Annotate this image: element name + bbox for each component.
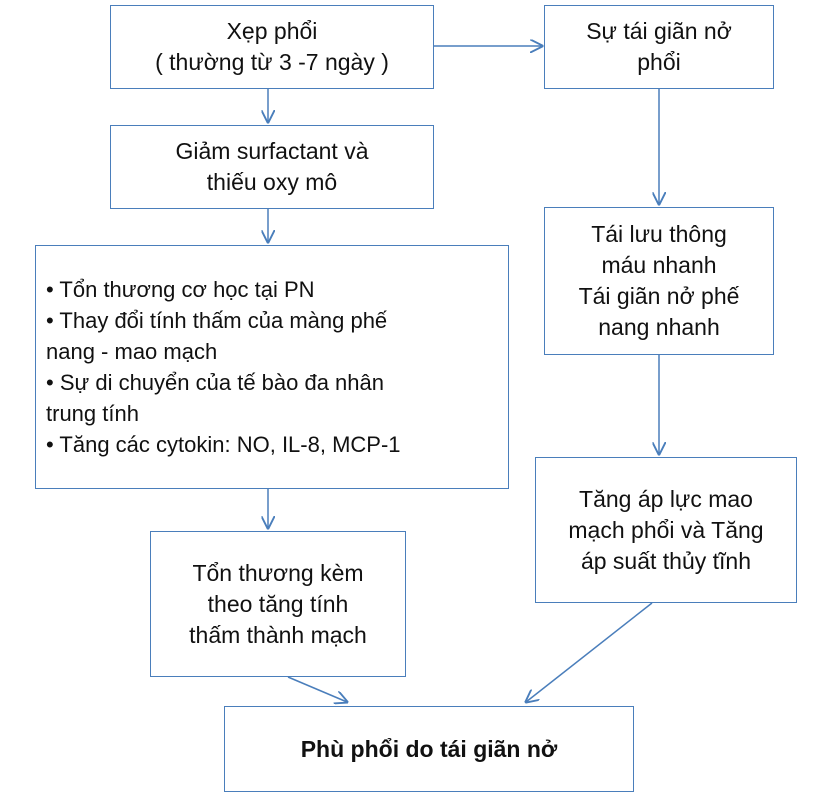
node-text: nang nhanh [598, 314, 720, 340]
node-rapid-reperfusion: Tái lưu thông máu nhanh Tái giãn nở phế … [544, 207, 774, 355]
node-text: Tái giãn nở phế [578, 283, 740, 309]
node-lung-reexpansion: Sự tái giãn nở phổi [544, 5, 774, 89]
arrow-pressure-to-result [526, 602, 653, 702]
node-text: thiếu oxy mô [206, 169, 338, 195]
node-text: Tổn thương kèm [192, 559, 364, 586]
node-vascular-permeability: Tổn thương kèm theo tăng tính thấm thành… [150, 531, 406, 677]
list-item: trung tính [46, 401, 139, 426]
node-reduced-surfactant: Giảm surfactant và thiếu oxy mô [110, 125, 434, 209]
node-text: Tái lưu thông [591, 221, 727, 247]
list-item: • Sự di chuyển của tế bào đa nhân [46, 370, 385, 395]
node-text: Sự tái giãn nở [586, 18, 732, 44]
list-item: nang - mao mạch [46, 339, 218, 364]
node-text: ( thường từ 3 -7 ngày ) [155, 49, 389, 75]
node-text: phổi [637, 49, 681, 75]
node-text: Xẹp phổi [226, 18, 318, 44]
list-item: • Tăng các cytokin: NO, IL-8, MCP-1 [46, 432, 401, 457]
list-item: • Thay đổi tính thấm của màng phế [46, 308, 388, 333]
node-text: máu nhanh [601, 252, 717, 278]
node-injury-mechanisms: • Tổn thương cơ học tại PN • Thay đổi tí… [35, 245, 509, 489]
node-text: Phù phổi do tái giãn nở [300, 735, 558, 762]
node-text: theo tăng tính [207, 590, 349, 617]
node-text: áp suất thủy tĩnh [580, 547, 752, 574]
node-reexpansion-edema: Phù phổi do tái giãn nở [224, 706, 634, 792]
node-text: Giảm surfactant và [175, 138, 369, 164]
arrow-permeability-to-result [287, 676, 347, 702]
node-lung-collapse: Xẹp phổi ( thường từ 3 -7 ngày ) [110, 5, 434, 89]
node-text: Tăng áp lực mao [579, 485, 753, 512]
node-increased-pressure: Tăng áp lực mao mạch phổi và Tăng áp suấ… [535, 457, 797, 603]
node-text: thấm thành mạch [189, 621, 367, 648]
node-text: mạch phổi và Tăng [568, 516, 764, 543]
list-item: • Tổn thương cơ học tại PN [46, 277, 315, 302]
